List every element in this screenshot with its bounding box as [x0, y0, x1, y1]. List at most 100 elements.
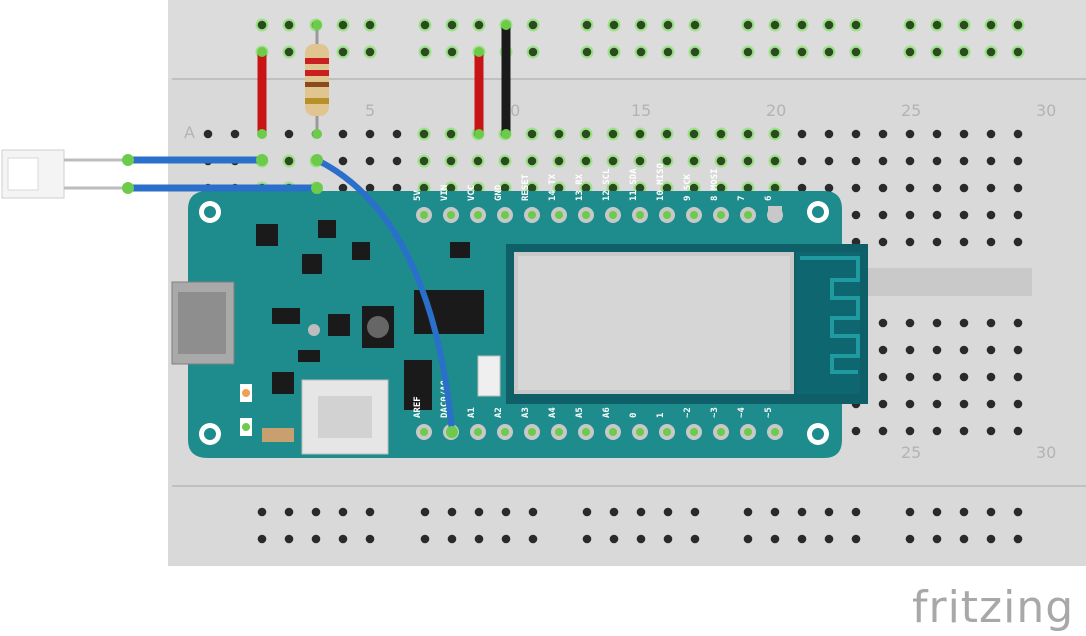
breadboard-hole — [959, 156, 969, 166]
breadboard-hole — [420, 534, 430, 544]
pin-label: 11 SDA — [629, 168, 639, 201]
breadboard-hole — [932, 399, 942, 409]
pin-hole — [663, 428, 671, 436]
breadboard-hole — [554, 129, 564, 139]
breadboard-hole — [770, 47, 780, 57]
pin-label: A6 — [602, 407, 612, 418]
breadboard-hole — [284, 129, 294, 139]
pin-hole — [636, 211, 644, 219]
breadboard-hole — [959, 399, 969, 409]
breadboard-hole — [419, 129, 429, 139]
pin-6-square-pad — [768, 206, 782, 220]
row-letter-a: A — [184, 123, 195, 142]
breadboard-hole — [689, 156, 699, 166]
breadboard-hole — [959, 210, 969, 220]
breadboard-hole — [230, 129, 240, 139]
breadboard-hole — [527, 129, 537, 139]
breadboard-hole — [1013, 534, 1023, 544]
breadboard-hole — [284, 47, 294, 57]
breadboard-hole — [663, 507, 673, 517]
pin-hole — [582, 211, 590, 219]
breadboard-hole — [743, 534, 753, 544]
breadboard-hole — [905, 237, 915, 247]
breadboard-hole — [878, 372, 888, 382]
breadboard-hole — [878, 318, 888, 328]
pin-hole — [420, 211, 428, 219]
breadboard-hole — [554, 156, 564, 166]
breadboard-hole — [797, 183, 807, 193]
breadboard-hole — [1013, 237, 1023, 247]
pin-label: 10 MISO — [656, 162, 666, 201]
breadboard-hole — [338, 20, 348, 30]
pin-label: ~4 — [737, 407, 747, 418]
breadboard-hole — [338, 129, 348, 139]
breadboard-hole — [1013, 210, 1023, 220]
breadboard-hole — [797, 534, 807, 544]
breadboard-hole — [203, 129, 213, 139]
breadboard-hole — [365, 47, 375, 57]
breadboard-hole — [663, 534, 673, 544]
breadboard-hole — [554, 183, 564, 193]
breadboard-hole — [527, 156, 537, 166]
breadboard-hole — [716, 156, 726, 166]
breadboard-hole — [905, 345, 915, 355]
pin-label: ~5 — [764, 407, 774, 418]
breadboard-hole — [582, 47, 592, 57]
breadboard-hole — [824, 156, 834, 166]
pin-hole — [501, 211, 509, 219]
breadboard-hole — [959, 345, 969, 355]
breadboard-hole — [905, 534, 915, 544]
breadboard-hole — [986, 426, 996, 436]
breadboard-hole — [932, 129, 942, 139]
breadboard-hole — [743, 129, 753, 139]
chip — [272, 308, 300, 324]
col-num-30-bottom: 30 — [1036, 443, 1056, 462]
breadboard-hole — [932, 345, 942, 355]
pin-label: A5 — [575, 407, 585, 418]
breadboard-hole — [663, 47, 673, 57]
breadboard-hole — [635, 183, 645, 193]
breadboard-hole — [851, 183, 861, 193]
breadboard-hole — [959, 20, 969, 30]
breadboard-hole — [257, 20, 267, 30]
breadboard-hole — [662, 156, 672, 166]
chip — [328, 314, 350, 336]
resistor-band-4 — [305, 98, 329, 104]
breadboard-hole — [959, 237, 969, 247]
breadboard-hole — [878, 237, 888, 247]
breadboard-hole — [716, 183, 726, 193]
capacitor — [262, 428, 294, 442]
breadboard-hole — [501, 534, 511, 544]
fritzing-watermark: fritzing — [912, 582, 1074, 633]
breadboard-hole — [690, 47, 700, 57]
breadboard-hole — [1013, 47, 1023, 57]
pin-hole — [555, 211, 563, 219]
breadboard-hole — [959, 507, 969, 517]
test-pad — [308, 324, 320, 336]
breadboard-hole — [986, 507, 996, 517]
chip — [298, 350, 320, 362]
breadboard-hole — [986, 156, 996, 166]
breadboard-hole — [446, 156, 456, 166]
breadboard-hole — [284, 20, 294, 30]
pin-label: GND — [494, 184, 504, 201]
breadboard-hole — [851, 210, 861, 220]
breadboard-hole — [851, 534, 861, 544]
breadboard-hole — [743, 20, 753, 30]
breadboard-hole — [905, 426, 915, 436]
breadboard-hole — [878, 183, 888, 193]
breadboard-hole — [501, 507, 511, 517]
col-num-25: 25 — [901, 101, 921, 120]
chip — [302, 254, 322, 274]
breadboard-hole — [500, 183, 510, 193]
breadboard-hole — [1013, 507, 1023, 517]
resistor-band-3 — [305, 82, 329, 87]
breadboard-hole — [905, 210, 915, 220]
pin-label: AREF — [413, 396, 423, 418]
pin-hole — [474, 428, 482, 436]
pin-label: 9 SCK — [683, 173, 693, 201]
breadboard-hole — [636, 47, 646, 57]
breadboard-hole — [878, 426, 888, 436]
